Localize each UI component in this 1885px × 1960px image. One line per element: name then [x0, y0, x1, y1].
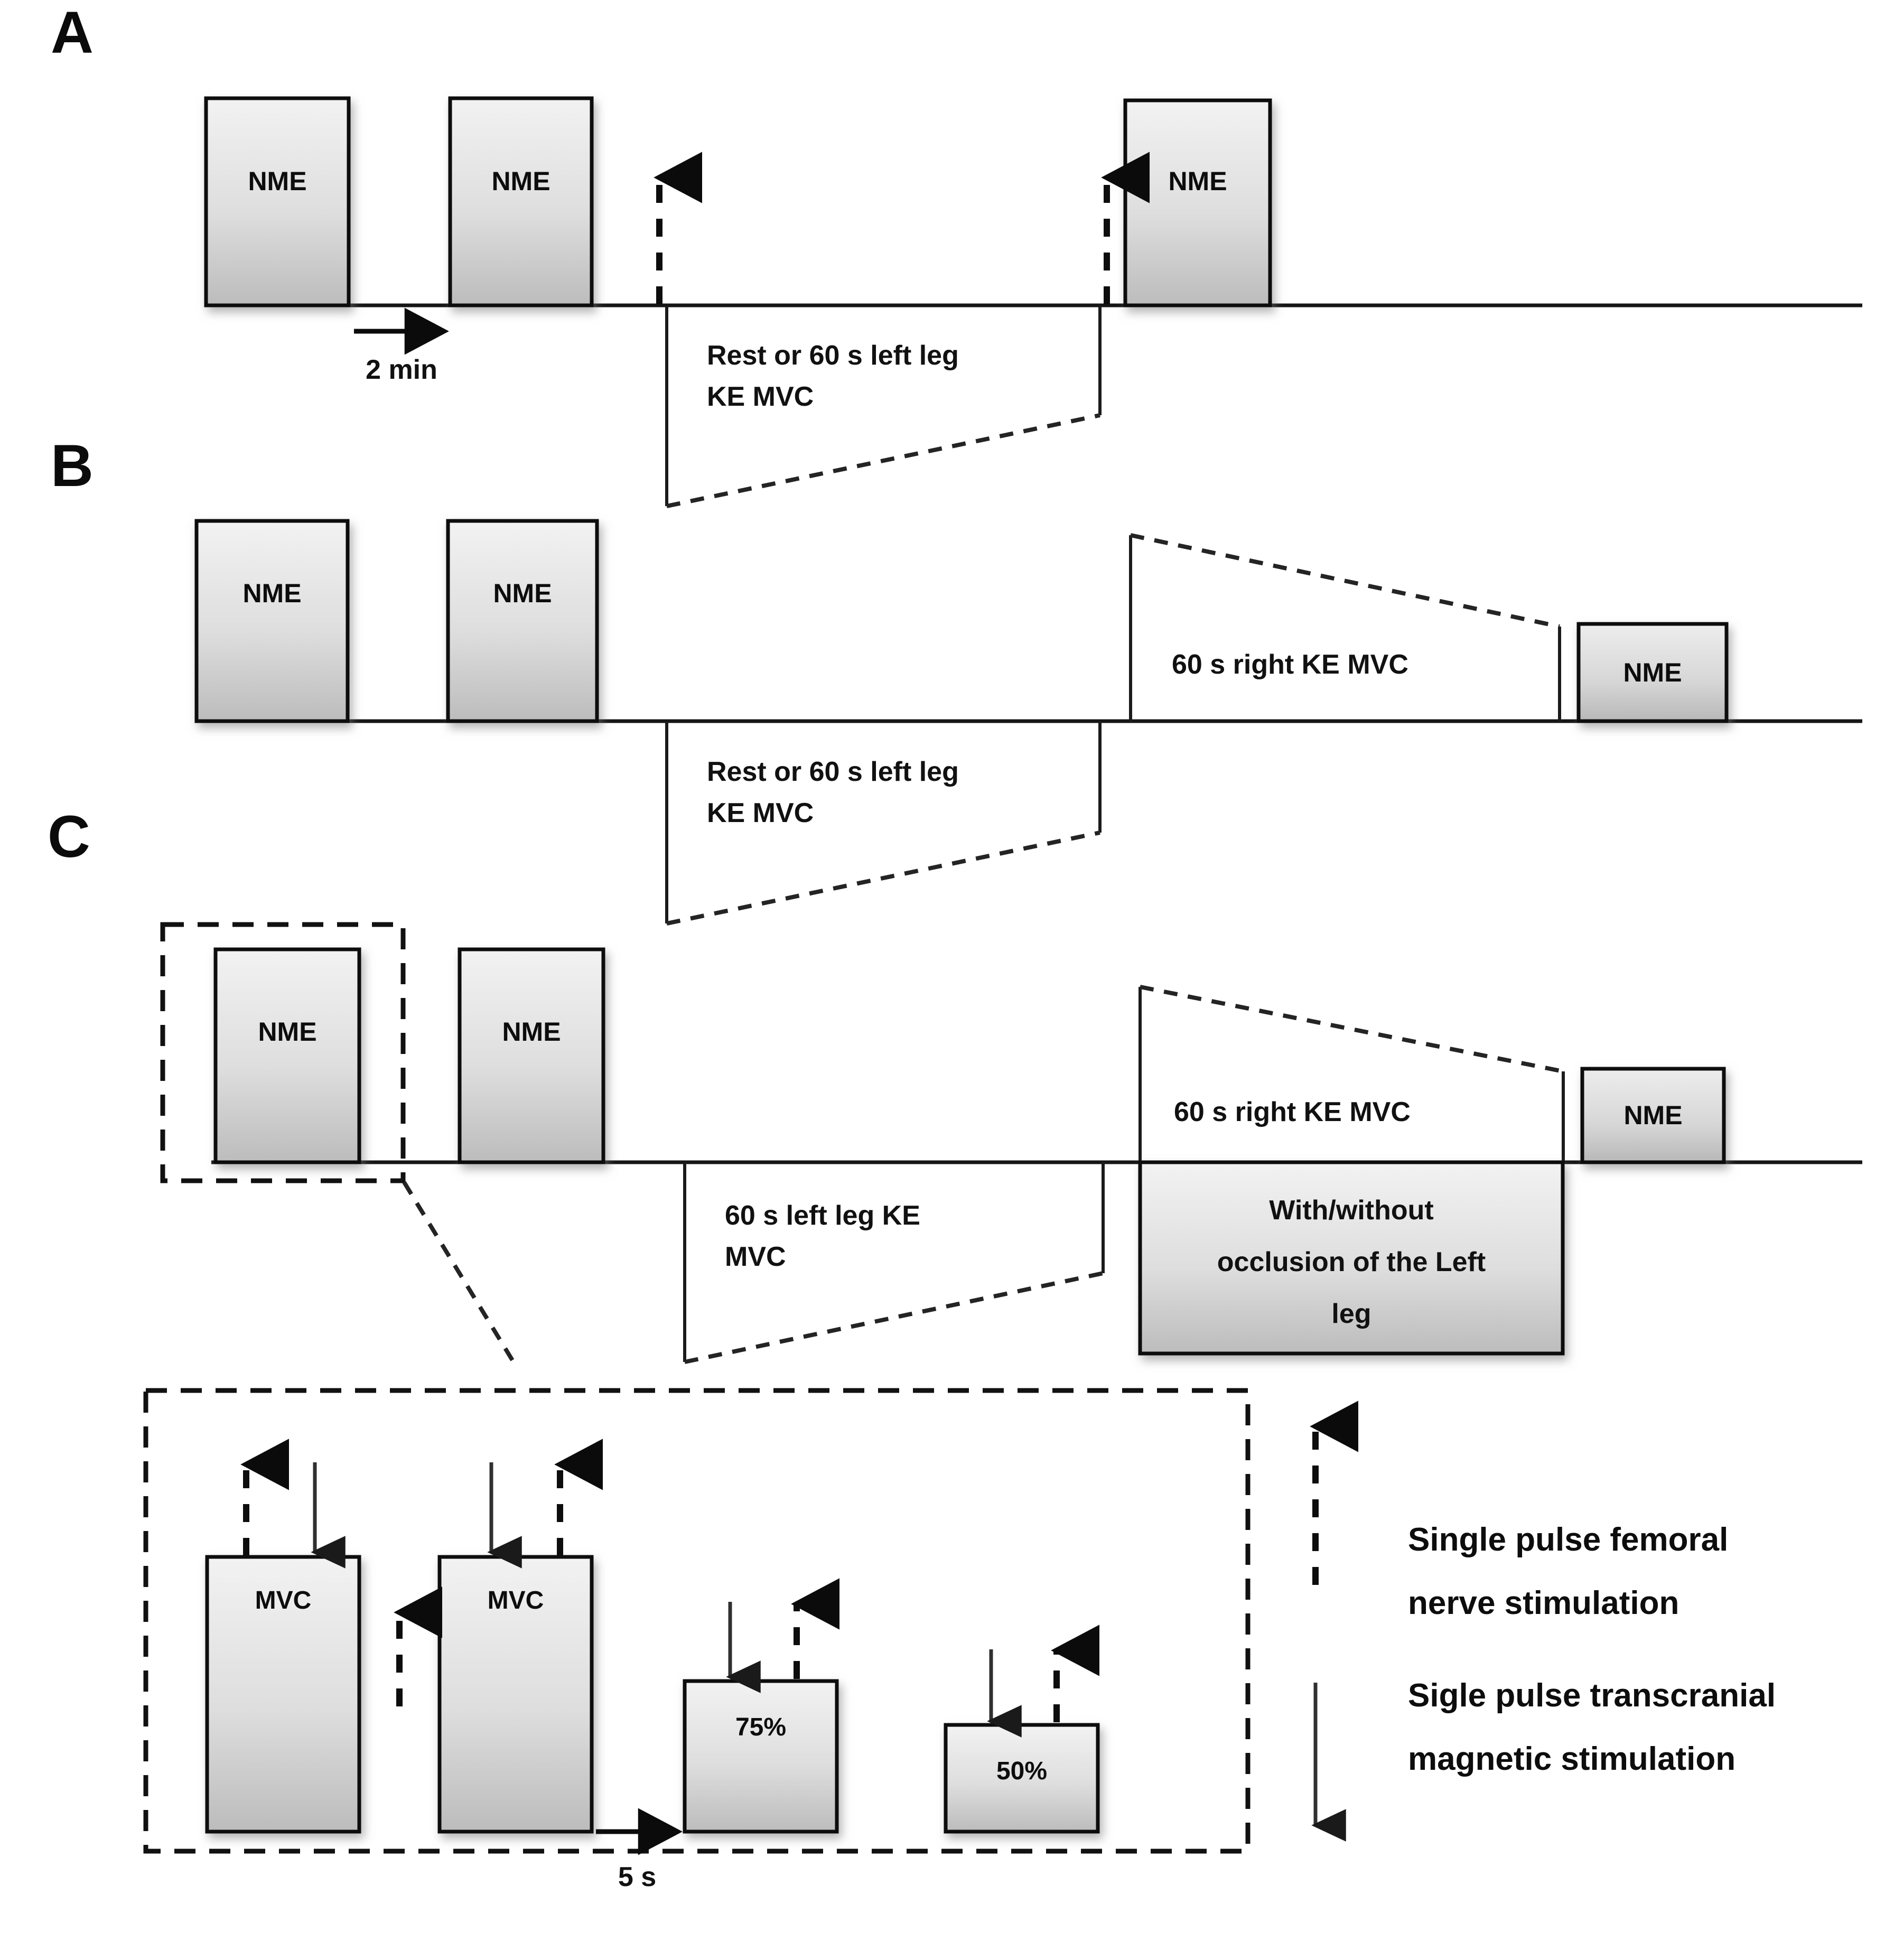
panel-a-protocol-line1: Rest or 60 s left leg	[707, 340, 959, 371]
panel-a-nme-box-1: NME	[204, 96, 351, 307]
legend-tms-line1: Sigle pulse transcranial	[1408, 1677, 1776, 1714]
panel-a-nme-box-2: NME	[448, 96, 594, 307]
inset-box-75-label: 75%	[735, 1713, 786, 1741]
panel-a-interval-label: 2 min	[366, 354, 437, 385]
panel-b-protocol-line2: KE MVC	[707, 798, 814, 828]
inset-detail: MVC MVC 75% 50% 5 s	[143, 1388, 1251, 1892]
inset-box-mvc-2-label: MVC	[488, 1586, 544, 1614]
panel-c-left-mvc-line1: 60 s left leg KE	[725, 1200, 920, 1231]
panel-b-protocol-decline	[666, 830, 1100, 926]
panel-c-occlusion-line2: occlusion of the Left	[1217, 1247, 1486, 1277]
panel-b-nme-box-2-label: NME	[493, 578, 552, 608]
panel-c-letter: C	[48, 804, 90, 870]
panel-c: C NME NME NME 60 s left leg KE MVC 60 s …	[48, 804, 1862, 1369]
inset-box-mvc-1: MVC	[205, 1555, 361, 1834]
panel-c-occlusion-line1: With/without	[1269, 1195, 1433, 1226]
panel-a-nme-box-3-label: NME	[1168, 166, 1227, 196]
panel-b-nme-box-2: NME	[446, 519, 599, 723]
panel-c-nme-box-3-label: NME	[1623, 1100, 1682, 1130]
panel-a-protocol-decline	[666, 413, 1100, 508]
inset-box-mvc-1-label: MVC	[255, 1586, 312, 1614]
panel-b-nme-box-1-label: NME	[242, 578, 301, 608]
panel-c-occlusion-box: With/without occlusion of the Left leg	[1138, 1160, 1565, 1356]
panel-a-letter: A	[51, 0, 94, 66]
panel-c-nme-box-1: NME	[213, 947, 361, 1164]
panel-c-nme-box-2: NME	[458, 947, 605, 1164]
panel-c-nme-box-1-label: NME	[258, 1017, 316, 1047]
legend-tms-line2: magnetic stimulation	[1408, 1741, 1735, 1777]
inset-box-mvc-2: MVC	[437, 1555, 594, 1834]
panel-c-right-mvc-label: 60 s right KE MVC	[1174, 1097, 1411, 1127]
inset-box-50: 50%	[944, 1723, 1100, 1834]
panel-a-nme-box-2-label: NME	[491, 166, 550, 196]
panel-b-right-mvc-decline	[1130, 533, 1560, 629]
legend-femoral-line2: nerve stimulation	[1408, 1585, 1679, 1621]
panel-b-nme-box-3: NME	[1576, 622, 1729, 723]
panel-a-nme-box-3: NME	[1123, 98, 1272, 307]
inset-box-50-label: 50%	[996, 1757, 1047, 1785]
panel-b-right-mvc-label: 60 s right KE MVC	[1172, 649, 1408, 680]
legend-item-tms: Sigle pulse transcranial magnetic stimul…	[1311, 1677, 1776, 1842]
panel-b-nme-box-1: NME	[194, 519, 350, 723]
panel-c-nme-box-3: NME	[1580, 1067, 1726, 1164]
legend-femoral-line1: Single pulse femoral	[1408, 1522, 1728, 1558]
panel-c-zoom-highlight-box	[160, 922, 406, 1183]
legend: Single pulse femoral nerve stimulation S…	[1310, 1401, 1776, 1842]
panel-a-protocol-line2: KE MVC	[707, 381, 814, 412]
panel-b: B NME NME NME 60 s right KE MVC Rest or …	[51, 433, 1862, 926]
panel-b-protocol-line1: Rest or 60 s left leg	[707, 757, 959, 787]
panel-c-zoom-connector	[402, 1181, 519, 1369]
legend-item-femoral: Single pulse femoral nerve stimulation	[1310, 1401, 1728, 1621]
panel-b-nme-box-3-label: NME	[1623, 658, 1682, 687]
panel-a-nme-box-1-label: NME	[248, 166, 306, 196]
panel-c-nme-box-2-label: NME	[502, 1017, 561, 1047]
inset-interval-label: 5 s	[618, 1862, 656, 1892]
panel-b-letter: B	[51, 433, 94, 499]
panel-c-occlusion-line3: leg	[1331, 1299, 1371, 1329]
panel-c-left-mvc-line2: MVC	[725, 1242, 786, 1272]
inset-dashed-border	[143, 1388, 1251, 1854]
panel-a: A NME NME NME 2 min Rest or 60 s left le…	[51, 0, 1862, 508]
inset-box-75: 75%	[683, 1679, 839, 1834]
